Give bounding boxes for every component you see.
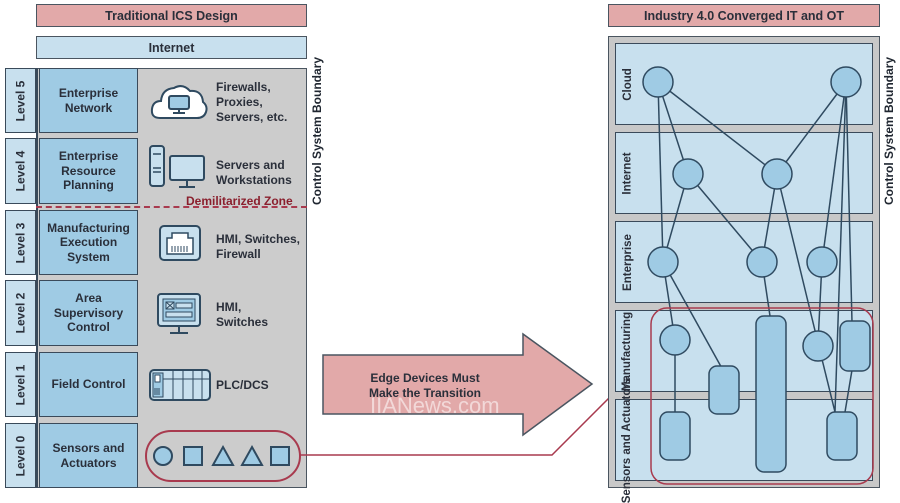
manufacturing-node xyxy=(802,330,834,362)
watermark: IIANews.com xyxy=(370,393,500,418)
level-5-description: Firewalls, Proxies, Servers, etc. xyxy=(216,80,288,124)
actuator-node xyxy=(826,411,858,461)
internet-node xyxy=(672,158,704,190)
right-boundary-label: Control System Boundary xyxy=(882,56,896,205)
converged-device-node xyxy=(755,315,787,473)
sensor-highlight-outline xyxy=(145,430,301,482)
cloud-node xyxy=(830,66,862,98)
level-5-tab: Level 5 xyxy=(5,68,36,133)
cloud-node xyxy=(642,66,674,98)
level-1-description: PLC/DCS xyxy=(216,378,269,392)
enterprise-node xyxy=(647,246,679,278)
level-4-tab: Level 4 xyxy=(5,138,36,204)
level-0-box: Sensors and Actuators xyxy=(39,423,138,488)
cloud-computer-icon xyxy=(150,85,208,119)
internet-bar: Internet xyxy=(36,36,307,59)
level-0-tab: Level 0 xyxy=(5,423,36,488)
sensor-shapes-icon xyxy=(145,430,301,482)
level-4-description: Servers and Workstations xyxy=(216,158,292,187)
manufacturing-node xyxy=(659,324,691,356)
sensor-square-icon xyxy=(183,446,203,466)
level-2-box: Area Supervisory Control xyxy=(39,280,138,346)
internet-bar-label: Internet xyxy=(148,40,195,55)
edge-highlight-outline xyxy=(650,307,874,485)
level-4-box: Enterprise Resource Planning xyxy=(39,138,138,204)
dmz-label: Demilitarized Zone xyxy=(186,194,293,208)
server-workstation-icon xyxy=(149,145,205,188)
level-5-box: Enterprise Network xyxy=(39,68,138,133)
sensor-triangle-icon xyxy=(211,444,235,466)
level-3-tab: Level 3 xyxy=(5,210,36,275)
sensor-square-icon xyxy=(270,446,290,466)
edge-device-node xyxy=(708,365,740,415)
level-1-tab: Level 1 xyxy=(5,352,36,417)
enterprise-node xyxy=(806,246,838,278)
level-1-box: Field Control xyxy=(39,352,138,417)
industry40-title-text: Industry 4.0 Converged IT and OT xyxy=(643,8,845,23)
sensor-node xyxy=(659,411,691,461)
sensor-triangle-icon xyxy=(240,444,264,466)
enterprise-node xyxy=(746,246,778,278)
internet-node xyxy=(761,158,793,190)
arrow-text: Edge Devices Must Make the Transition xyxy=(368,371,482,400)
manufacturing-device-node xyxy=(839,320,871,372)
level-separator-line xyxy=(36,68,38,488)
traditional-ics-title-text: Traditional ICS Design xyxy=(105,8,238,23)
network-port-icon xyxy=(159,225,201,261)
dmz-dashed-line xyxy=(36,206,307,208)
level-2-description: HMI, Switches xyxy=(216,300,269,329)
industry40-title: Industry 4.0 Converged IT and OT xyxy=(608,4,880,27)
sensor-circle-icon xyxy=(153,446,173,466)
hmi-monitor-icon xyxy=(157,293,201,334)
level-3-description: HMI, Switches, Firewall xyxy=(216,232,301,261)
level-2-tab: Level 2 xyxy=(5,280,36,346)
level-3-box: Manufacturing Execution System xyxy=(39,210,138,275)
plc-rack-icon xyxy=(149,369,211,401)
traditional-ics-title: Traditional ICS Design xyxy=(36,4,307,27)
